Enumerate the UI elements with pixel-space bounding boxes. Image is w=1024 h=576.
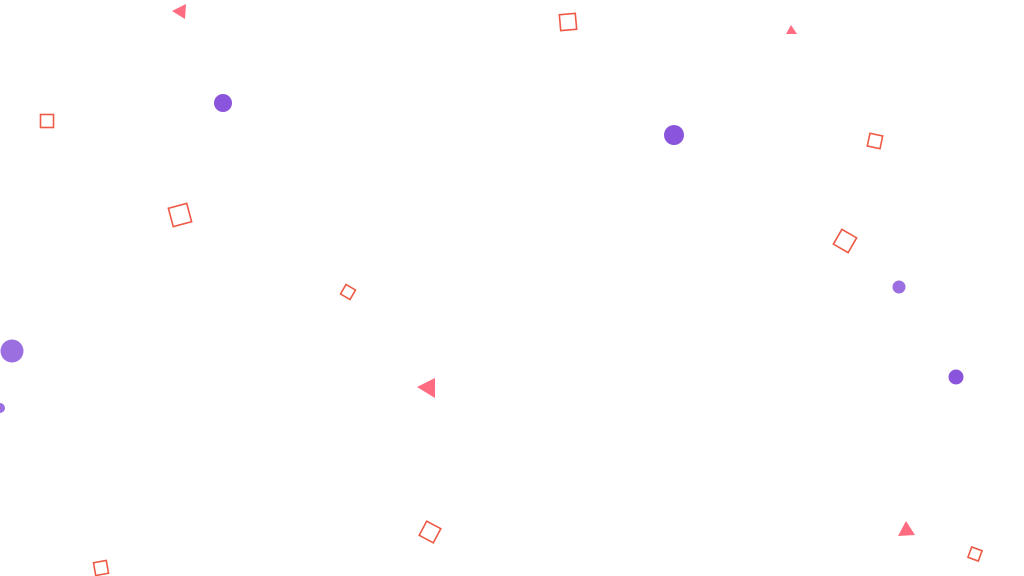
square-outline-shape (966, 545, 984, 563)
square-outline-shape (418, 520, 442, 544)
circle-shape (892, 280, 906, 294)
square-outline-shape (832, 228, 858, 254)
triangle-shape (786, 25, 797, 34)
circle-shape (214, 94, 232, 112)
square-outline-shape (339, 283, 357, 301)
square-outline-shape (39, 113, 55, 129)
square-outline-shape (866, 132, 884, 150)
square-outline-shape (167, 202, 193, 228)
triangle-shape (172, 4, 186, 19)
circle-shape (0, 339, 24, 363)
circle-shape (664, 125, 684, 145)
triangle-shape (417, 378, 435, 398)
square-outline-shape (558, 12, 578, 32)
triangle-shape (898, 521, 915, 536)
circle-shape (0, 403, 5, 413)
circle-shape (948, 369, 964, 385)
square-outline-shape (92, 559, 110, 576)
